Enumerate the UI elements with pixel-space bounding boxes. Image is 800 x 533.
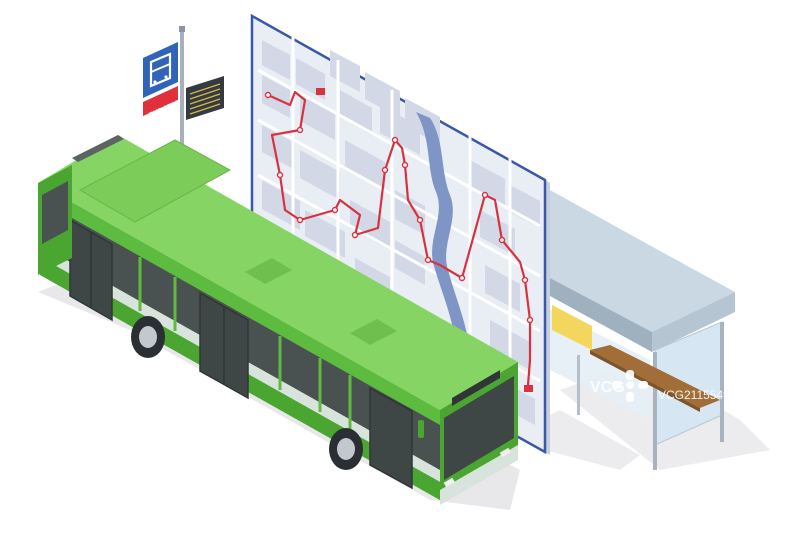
watermark-id: VCG211554995184 bbox=[658, 388, 764, 402]
bus-roof-hatch-2 bbox=[350, 319, 397, 345]
watermark-logo-mark bbox=[612, 370, 648, 402]
sign-pole-cap bbox=[179, 26, 185, 32]
sign-pole bbox=[180, 30, 184, 170]
shelter-roof-front bbox=[550, 278, 652, 352]
bus-headlight-left bbox=[443, 477, 455, 488]
shelter-roof-side bbox=[652, 292, 735, 352]
route-start-marker bbox=[316, 88, 325, 95]
route-end-marker bbox=[524, 385, 533, 392]
map-river bbox=[416, 112, 470, 360]
bus-headlight-right bbox=[499, 447, 511, 458]
map-blocks bbox=[262, 40, 540, 425]
watermark: VCG VCG211554995184 bbox=[590, 370, 764, 402]
shelter-post-right bbox=[720, 322, 724, 442]
shelter-poster bbox=[552, 305, 592, 350]
timetable-board bbox=[186, 76, 224, 120]
bus-roof-ac-unit bbox=[78, 139, 232, 223]
bus-rear-window bbox=[42, 181, 68, 244]
bus-door-front bbox=[369, 386, 413, 490]
bus-roof-hatch-1 bbox=[245, 258, 292, 284]
bus-wheel-rear bbox=[131, 316, 165, 358]
bus-windshield bbox=[444, 376, 514, 480]
bus-window-pillars bbox=[138, 257, 352, 429]
bus-rear-top bbox=[72, 135, 124, 162]
shelter-bench bbox=[590, 345, 720, 408]
bus-icon bbox=[149, 52, 172, 88]
bus-wheel-front bbox=[329, 428, 363, 470]
shelter-post-front bbox=[653, 352, 657, 470]
timetable-rows bbox=[189, 83, 221, 115]
bus-destination-display bbox=[452, 370, 500, 406]
shelter-roof-top bbox=[550, 190, 735, 332]
bus-side-mirror bbox=[418, 420, 424, 438]
shelter-post-back bbox=[577, 355, 580, 415]
watermark-logo-text: VCG bbox=[590, 379, 625, 396]
city-bus bbox=[38, 135, 518, 505]
bus-stop-label-plate bbox=[143, 86, 178, 116]
route-stops bbox=[264, 91, 534, 324]
bus-front-bumper bbox=[440, 445, 518, 505]
